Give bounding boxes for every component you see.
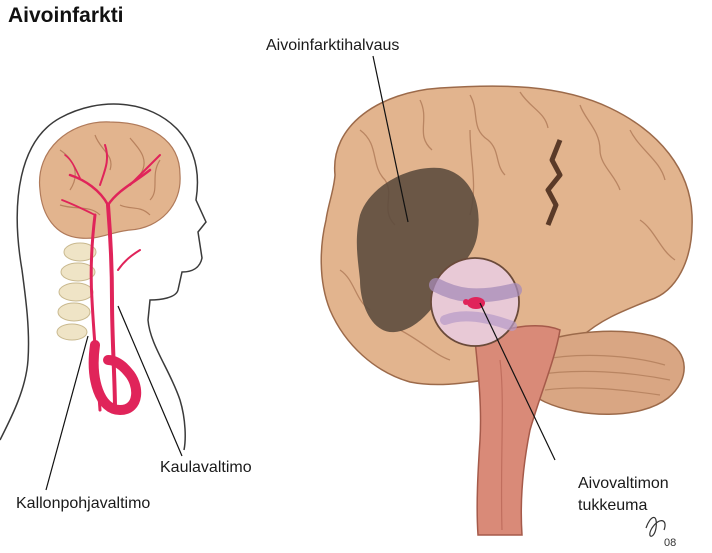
label-infarct: Aivoinfarktihalvaus [266,36,399,56]
label-occlusion-line1: Aivovaltimon [578,474,669,494]
signature-year: 08 [664,537,676,549]
label-carotid: Kaulavaltimo [160,458,252,478]
brainstem [475,326,560,535]
label-basilar: Kallonpohjavaltimo [16,494,150,514]
large-brain [321,86,692,535]
back-of-neck [0,270,29,440]
page-title: Aivoinfarkti [8,4,124,28]
label-occlusion-line2: tukkeuma [578,496,647,516]
head-figure [0,104,206,450]
occlusion-magnifier [431,258,519,346]
artist-signature [646,517,665,536]
